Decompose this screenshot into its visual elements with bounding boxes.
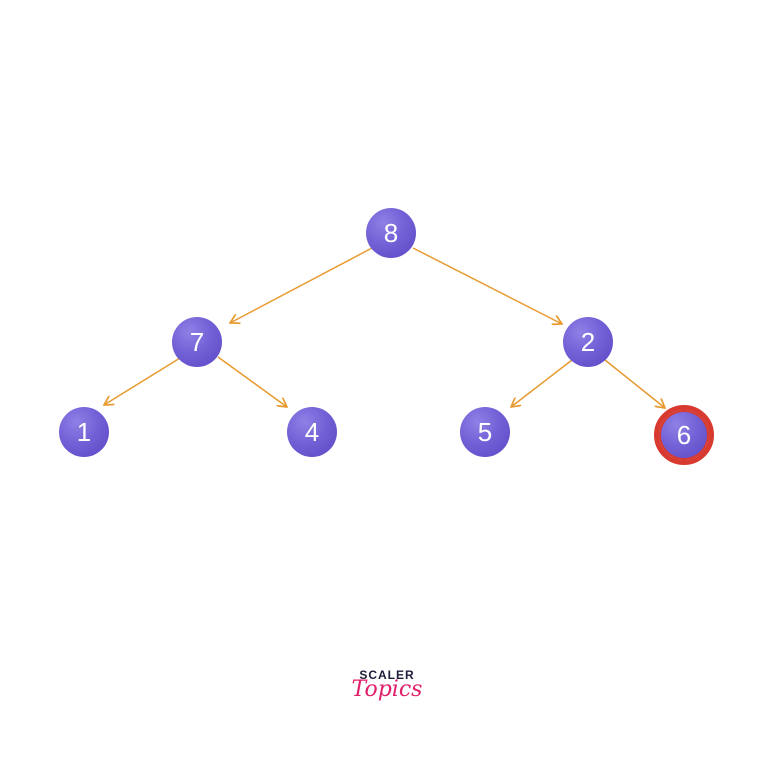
node-label: 1 (76, 417, 92, 447)
edge-8-7 (230, 247, 373, 323)
edge-2-6 (604, 359, 665, 408)
tree-node-1: 1 (59, 407, 109, 457)
node-label: 2 (580, 327, 596, 357)
node-label: 7 (189, 327, 205, 357)
tree-node-8: 8 (366, 208, 416, 258)
node-label: 5 (477, 417, 493, 447)
edge-8-2 (412, 247, 562, 324)
node-label: 8 (383, 218, 399, 248)
tree-node-2: 2 (563, 317, 613, 367)
logo-bottom-text: Topics (351, 677, 423, 702)
tree-node-5: 5 (460, 407, 510, 457)
edge-7-4 (217, 356, 287, 407)
tree-node-7: 7 (172, 317, 222, 367)
edge-2-5 (511, 359, 573, 407)
tree-node-6-highlighted: 6 (654, 405, 714, 465)
logo-top-text: SCALER (359, 668, 415, 682)
node-label: 4 (304, 417, 320, 447)
edge-7-1 (104, 357, 181, 405)
node-label: 6 (676, 420, 692, 450)
tree-node-4: 4 (287, 407, 337, 457)
scaler-topics-logo: SCALER Topics (347, 668, 427, 704)
